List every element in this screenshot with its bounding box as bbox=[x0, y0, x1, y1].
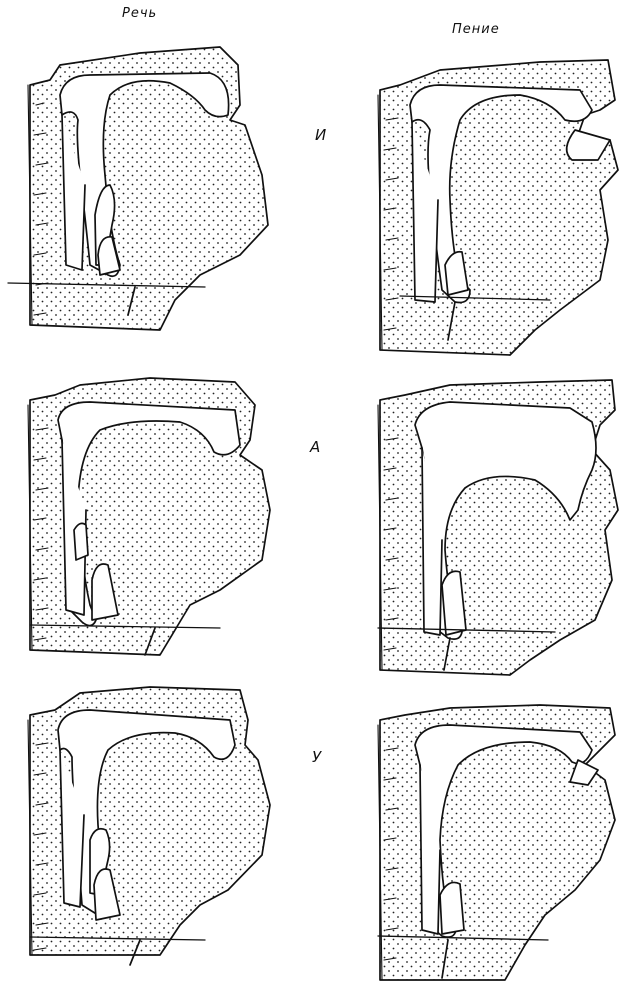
column-header-speech: Речь bbox=[122, 6, 157, 21]
sagittal-section-speech-a bbox=[0, 360, 290, 660]
sagittal-section-speech-i bbox=[0, 25, 290, 335]
column-header-singing: Пение bbox=[452, 22, 500, 37]
sagittal-section-singing-i bbox=[360, 40, 620, 360]
sagittal-section-speech-u bbox=[0, 665, 290, 975]
sagittal-section-singing-a bbox=[360, 370, 620, 680]
vowel-label-u: У bbox=[312, 748, 321, 766]
sagittal-section-singing-u bbox=[360, 690, 620, 985]
vowel-label-a: А bbox=[310, 438, 320, 456]
vowel-label-i: И bbox=[315, 126, 326, 144]
